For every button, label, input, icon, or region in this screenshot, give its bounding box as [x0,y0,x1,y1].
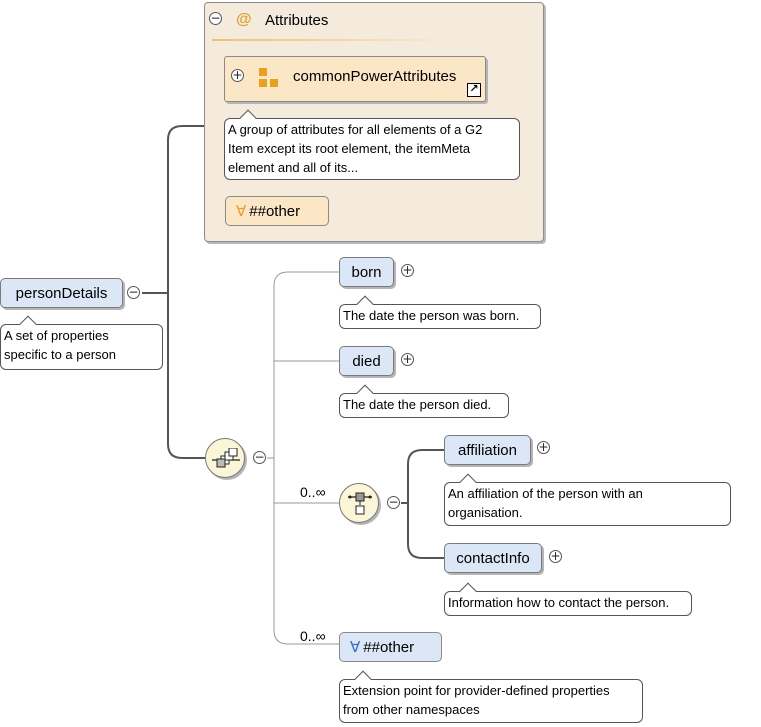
any-element-box[interactable]: ∀ ##other [339,632,442,662]
collapse-attributes-button[interactable]: − [209,11,222,25]
sequence-compositor[interactable] [205,438,245,478]
doc-line: organisation. [448,505,523,520]
choice-icon [348,492,372,515]
choice-compositor[interactable] [339,483,379,523]
collapse-choice-button[interactable]: − [387,495,400,509]
doc-line: A set of properties [4,328,109,343]
external-link-icon[interactable]: ↗ [467,83,481,97]
any-element-icon: ∀ [350,639,361,656]
expand-born-button[interactable]: + [401,263,414,277]
doc-line: The date the person died. [343,397,492,412]
attribute-at-icon: @ [236,11,252,28]
contact-info-label: contactInfo [456,549,530,567]
doc-line: from other namespaces [343,702,480,717]
doc-line: The date the person was born. [343,308,520,323]
expand-common-power-attributes-button[interactable]: + [231,68,244,82]
doc-line: Information how to contact the person. [448,595,670,610]
doc-line: specific to a person [4,347,117,362]
expand-contact-info-button[interactable]: + [549,549,562,563]
contact-info-doc: Information how to contact the person. [444,591,692,616]
person-details-label: personDetails [15,284,108,302]
collapse-person-details-button[interactable]: − [127,285,140,299]
expand-affiliation-button[interactable]: + [537,440,550,454]
died-label: died [352,352,381,370]
attributes-title: Attributes [265,12,329,29]
born-doc: The date the person was born. [339,304,541,329]
any-attribute-label: ##other [249,202,301,220]
person-details-doc: A set of properties specific to a person [0,324,163,370]
doc-line: A group of attributes for all elements o… [228,122,483,137]
doc-line: An affiliation of the person with an [448,486,643,501]
any-attribute-icon: ∀ [236,203,247,220]
contact-info-element[interactable]: contactInfo [444,543,542,573]
choice-cardinality: 0..∞ [300,484,326,500]
doc-line: Item except its root element, the itemMe… [228,141,471,156]
born-label: born [351,263,382,281]
attributes-header-divider [212,39,452,41]
any-element-doc: Extension point for provider-defined pro… [339,679,643,723]
any-element-label: ##other [363,638,415,656]
doc-line: Extension point for provider-defined pro… [343,683,610,698]
sequence-icon [212,448,240,468]
died-element[interactable]: died [339,346,394,376]
person-details-element[interactable]: personDetails [0,278,123,308]
doc-line: element and all of its... [228,160,359,175]
common-power-attributes-label: commonPowerAttributes [293,68,457,85]
collapse-sequence-button[interactable]: − [253,450,266,464]
affiliation-doc: An affiliation of the person with an org… [444,482,731,526]
affiliation-label: affiliation [458,441,517,459]
attribute-group-icon [259,68,278,87]
common-power-attributes-box[interactable]: + commonPowerAttributes ↗ [224,56,486,102]
common-power-attributes-doc: A group of attributes for all elements o… [224,118,520,180]
any-element-cardinality: 0..∞ [300,628,326,644]
born-element[interactable]: born [339,257,394,287]
affiliation-element[interactable]: affiliation [444,435,531,465]
any-attribute-box[interactable]: ∀ ##other [225,196,329,226]
expand-died-button[interactable]: + [401,352,414,366]
